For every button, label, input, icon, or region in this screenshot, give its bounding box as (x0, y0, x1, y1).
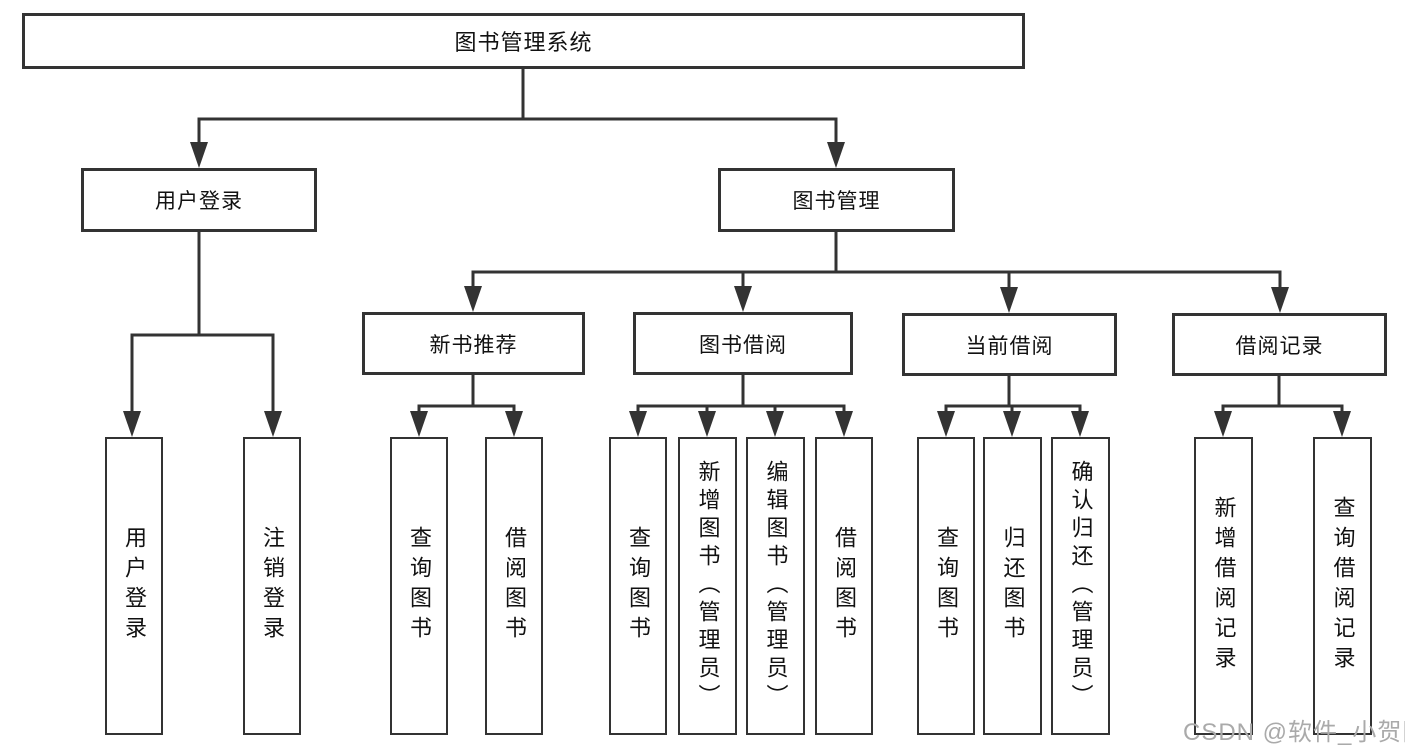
node-root-system: 图书管理系统 (22, 13, 1025, 69)
node-borrow-record: 借阅记录 (1172, 313, 1387, 376)
leaf-add-book-admin: 新增图书（管理员） (678, 437, 737, 735)
node-book-borrow: 图书借阅 (633, 312, 853, 375)
leaf-logout: 注销登录 (243, 437, 301, 735)
leaf-query-book-1: 查询图书 (390, 437, 448, 735)
leaf-query-book-2: 查询图书 (609, 437, 667, 735)
arrowheads (123, 142, 1351, 437)
leaf-add-borrow-record: 新增借阅记录 (1194, 437, 1253, 735)
leaf-confirm-return-admin: 确认归还（管理员） (1051, 437, 1110, 735)
leaf-return-book: 归还图书 (983, 437, 1042, 735)
leaf-borrow-book-1: 借阅图书 (485, 437, 543, 735)
node-book-management-branch: 图书管理 (718, 168, 955, 232)
node-new-book-recommend: 新书推荐 (362, 312, 585, 375)
leaf-query-book-3: 查询图书 (917, 437, 975, 735)
leaf-user-login: 用户登录 (105, 437, 163, 735)
leaf-query-borrow-record: 查询借阅记录 (1313, 437, 1372, 735)
node-current-borrow: 当前借阅 (902, 313, 1117, 376)
node-user-login-branch: 用户登录 (81, 168, 317, 232)
leaf-edit-book-admin: 编辑图书（管理员） (746, 437, 805, 735)
csdn-watermark: CSDN @软件_小贺同学 (1183, 719, 1405, 746)
leaf-borrow-book-2: 借阅图书 (815, 437, 873, 735)
